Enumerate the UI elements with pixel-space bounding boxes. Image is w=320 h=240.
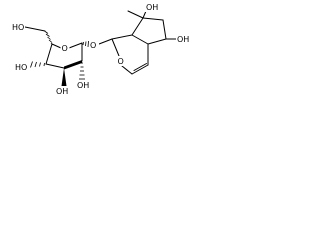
atom-label-ho-ch2: HO: [12, 23, 24, 32]
bond-c7-c6: [162, 19, 167, 40]
bond-c3-c4-inner: [133, 63, 147, 71]
bond-o5-c1: [68, 42, 83, 49]
hash-c5-c6: [44, 30, 54, 46]
molecule-structure: HO O O HO OH OH O OH OH: [11, 2, 192, 96]
bond-c1a-o2: [111, 38, 120, 57]
bond-c8-c7: [142, 17, 164, 21]
atom-labels: HO O O HO OH OH O OH OH: [11, 2, 192, 96]
bond-c8-methyl: [127, 10, 144, 19]
bond-c6-c5: [147, 38, 167, 45]
aglycone-rings: [111, 10, 177, 75]
hash-c4-oh: [30, 61, 45, 68]
atom-label-o-glycosidic: O: [90, 41, 96, 50]
atom-label-oh-tertiary: OH: [146, 3, 158, 12]
bond-c5-c9: [131, 34, 149, 45]
glucose-ring: [45, 42, 83, 69]
bond-oglyco-c1a: [98, 38, 113, 45]
bond-c3-c4: [131, 64, 149, 75]
atom-label-oh-c3: OH: [56, 87, 68, 96]
bond-c9-c8: [131, 17, 144, 36]
atom-label-o-ring-aglycone: O: [118, 57, 124, 66]
bond-c8-oh: [142, 10, 147, 19]
hash-c2-oh: [79, 62, 85, 80]
bond-c6-ho: [24, 26, 46, 32]
atom-label-oh-c2: OH: [77, 81, 89, 90]
bond-c4-c5: [45, 43, 53, 65]
wedge-c2-c3: [64, 60, 82, 70]
bond-c9-c1a: [111, 34, 133, 40]
bond-o2-c3: [121, 65, 133, 75]
atom-label-oh-secondary: OH: [177, 35, 189, 44]
atom-label-o-ring-sugar: O: [62, 44, 68, 53]
bond-c5-o5: [51, 43, 62, 49]
wedge-c3-oh: [61, 68, 67, 86]
hash-c1-oglyco: [82, 40, 89, 48]
bond-c3-c4: [45, 63, 65, 69]
atom-label-ho-c4: HO: [15, 63, 27, 72]
